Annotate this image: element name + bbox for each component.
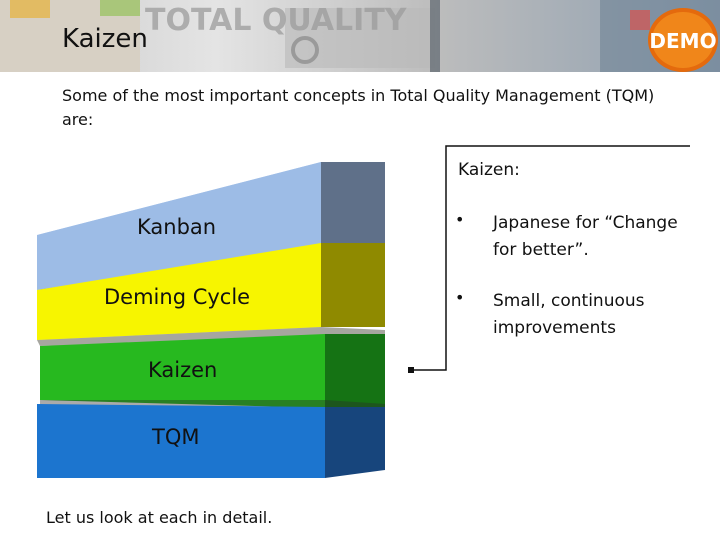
banner-text-art: TOTAL QUALITY DEMO: [145, 3, 718, 72]
callout-anchor-dot: [408, 367, 414, 373]
banner-logo-text: TOTAL QUALITY: [145, 3, 408, 38]
demo-badge-text: DEMO: [649, 29, 716, 53]
layer-side-deming: [321, 243, 385, 327]
layer-front-kaizen: [40, 334, 325, 408]
layer-label-deming-cycle: Deming Cycle: [104, 285, 251, 309]
stack-layer-tqm: [37, 400, 385, 478]
demo-badge: DEMO: [648, 8, 718, 72]
stack-layer-deming-cycle: [37, 243, 385, 340]
callout-frame-line: [411, 145, 690, 371]
callout-bullet-item: • Small, continuous improvements: [455, 288, 705, 348]
layer-label-kanban: Kanban: [137, 215, 217, 239]
bullet-text: Small, continuous improvements: [493, 291, 645, 338]
layer-side-kaizen: [325, 334, 385, 408]
layer-side-tqm: [325, 407, 385, 478]
callout-title: Kaizen:: [458, 160, 520, 180]
bullet-marker: •: [455, 210, 465, 229]
layer-label-kaizen: Kaizen: [148, 358, 218, 382]
layer-front-deming: [37, 243, 321, 340]
layer-side-kanban: [321, 162, 385, 258]
stack-layer-kaizen: [37, 327, 385, 408]
slide-footer-text: Let us look at each in detail.: [46, 508, 273, 527]
bullet-text: Japanese for “Change for better”.: [493, 213, 678, 260]
layer-shadow-kaizen: [37, 327, 385, 346]
slide-subtitle: Some of the most important concepts in T…: [62, 86, 655, 129]
callout-bullet-item: • Japanese for “Change for better”.: [455, 210, 705, 270]
slide-title: Kaizen: [62, 24, 148, 54]
header-banner: TOTAL QUALITY DEMO Kaizen: [0, 0, 720, 72]
layer-label-tqm: TQM: [152, 425, 200, 449]
bullet-marker: •: [455, 288, 465, 307]
layer-front-tqm: [37, 404, 325, 478]
